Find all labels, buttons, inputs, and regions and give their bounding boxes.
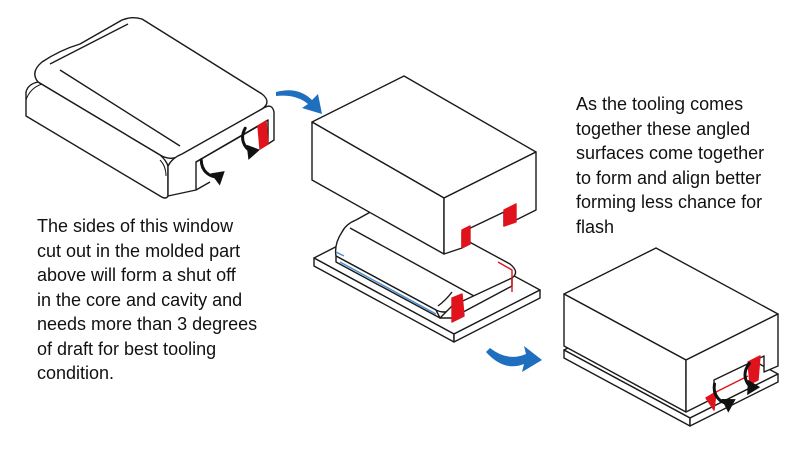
- curved-arrow-icon: [486, 346, 542, 372]
- caption-line: cut out in the molded part: [37, 240, 241, 261]
- caption-line: As the tooling comes: [576, 94, 744, 114]
- cavity-shutoff-surface-left: [461, 225, 471, 249]
- caption-line: flash: [576, 216, 615, 237]
- core-shutoff-surface: [451, 293, 465, 323]
- closed-mold-shutoff-surface-left: [705, 391, 717, 411]
- molded-part: [25, 17, 275, 199]
- molded-part-shutoff-surface: [257, 120, 269, 150]
- caption-line: needs more than 3 degrees: [37, 314, 258, 334]
- closed-mold-shutoff-surface-right: [747, 355, 761, 385]
- parting-line: [335, 251, 437, 315]
- closed-mold: [563, 247, 779, 427]
- caption-line: condition.: [37, 363, 115, 383]
- caption-line: surfaces come together: [576, 143, 765, 163]
- cavity-shutoff-surface-right: [503, 203, 517, 227]
- callout-arrow-icon: [193, 156, 229, 188]
- molded-part-front-face: [25, 81, 169, 199]
- caption-line: in the core and cavity and: [37, 289, 243, 310]
- caption-line: forming less chance for: [576, 192, 763, 212]
- closed-mold-side-face: [685, 313, 779, 413]
- caption-line: together these angled: [576, 118, 751, 139]
- cavity-block: [311, 75, 537, 255]
- caption-line: above will form a shut off: [37, 265, 236, 285]
- caption-line: The sides of this window: [37, 216, 234, 236]
- shutoff-explanation-text: The sides of this window cut out in the …: [37, 214, 257, 386]
- caption-line: of draft for best tooling: [37, 338, 217, 359]
- caption-line: to form and align better: [576, 167, 762, 188]
- tooling-alignment-text: As the tooling comes together these angl…: [576, 92, 764, 239]
- curved-arrow-icon: [276, 90, 322, 114]
